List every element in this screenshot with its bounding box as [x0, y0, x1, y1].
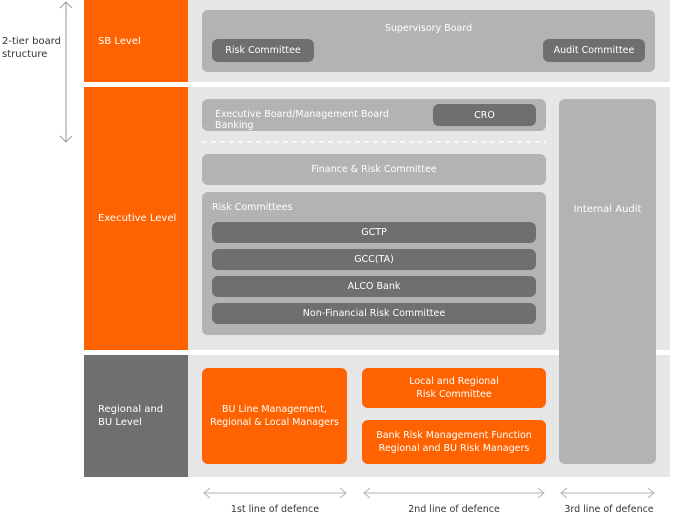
supervisory-board-title: Supervisory Board [384, 22, 473, 34]
cro-box: CRO [433, 104, 536, 126]
local-regional-risk-committee-box: Local and Regional Risk Committee [362, 368, 546, 408]
sb-level-label: SB Level [84, 0, 188, 82]
bu-line-management-box: BU Line Management, Regional & Local Man… [202, 368, 347, 464]
executive-level-label: Executive Level [84, 87, 188, 350]
third-line-of-defence-label: 3rd line of defence [564, 503, 654, 515]
internal-audit-label: Internal Audit [573, 203, 642, 215]
committee-non-financial-risk: Non-Financial Risk Committee [212, 303, 536, 324]
regional-level-label: Regional and BU Level [84, 355, 188, 477]
audit-committee-box: Audit Committee [543, 39, 645, 62]
first-line-arrow-icon [203, 487, 347, 499]
third-line-arrow-icon [560, 487, 655, 499]
dashed-divider [202, 141, 546, 143]
internal-audit-box [559, 99, 656, 464]
second-line-arrow-icon [363, 487, 545, 499]
vertical-double-arrow-icon [59, 1, 73, 143]
first-line-of-defence-label: 1st line of defence [230, 503, 320, 515]
committee-gcc-ta: GCC(TA) [212, 249, 536, 270]
second-line-of-defence-label: 2nd line of defence [408, 503, 500, 515]
risk-committees-title: Risk Committees [212, 202, 293, 213]
executive-board-label: Executive Board/Management Board Banking [215, 109, 389, 131]
bank-risk-management-box: Bank Risk Management Function Regional a… [362, 420, 546, 464]
risk-committee-box: Risk Committee [212, 39, 314, 62]
committee-alco-bank: ALCO Bank [212, 276, 536, 297]
committee-gctp: GCTP [212, 222, 536, 243]
two-tier-structure-label: 2-tier board structure [2, 36, 61, 60]
finance-risk-committee-box: Finance & Risk Committee [202, 154, 546, 185]
